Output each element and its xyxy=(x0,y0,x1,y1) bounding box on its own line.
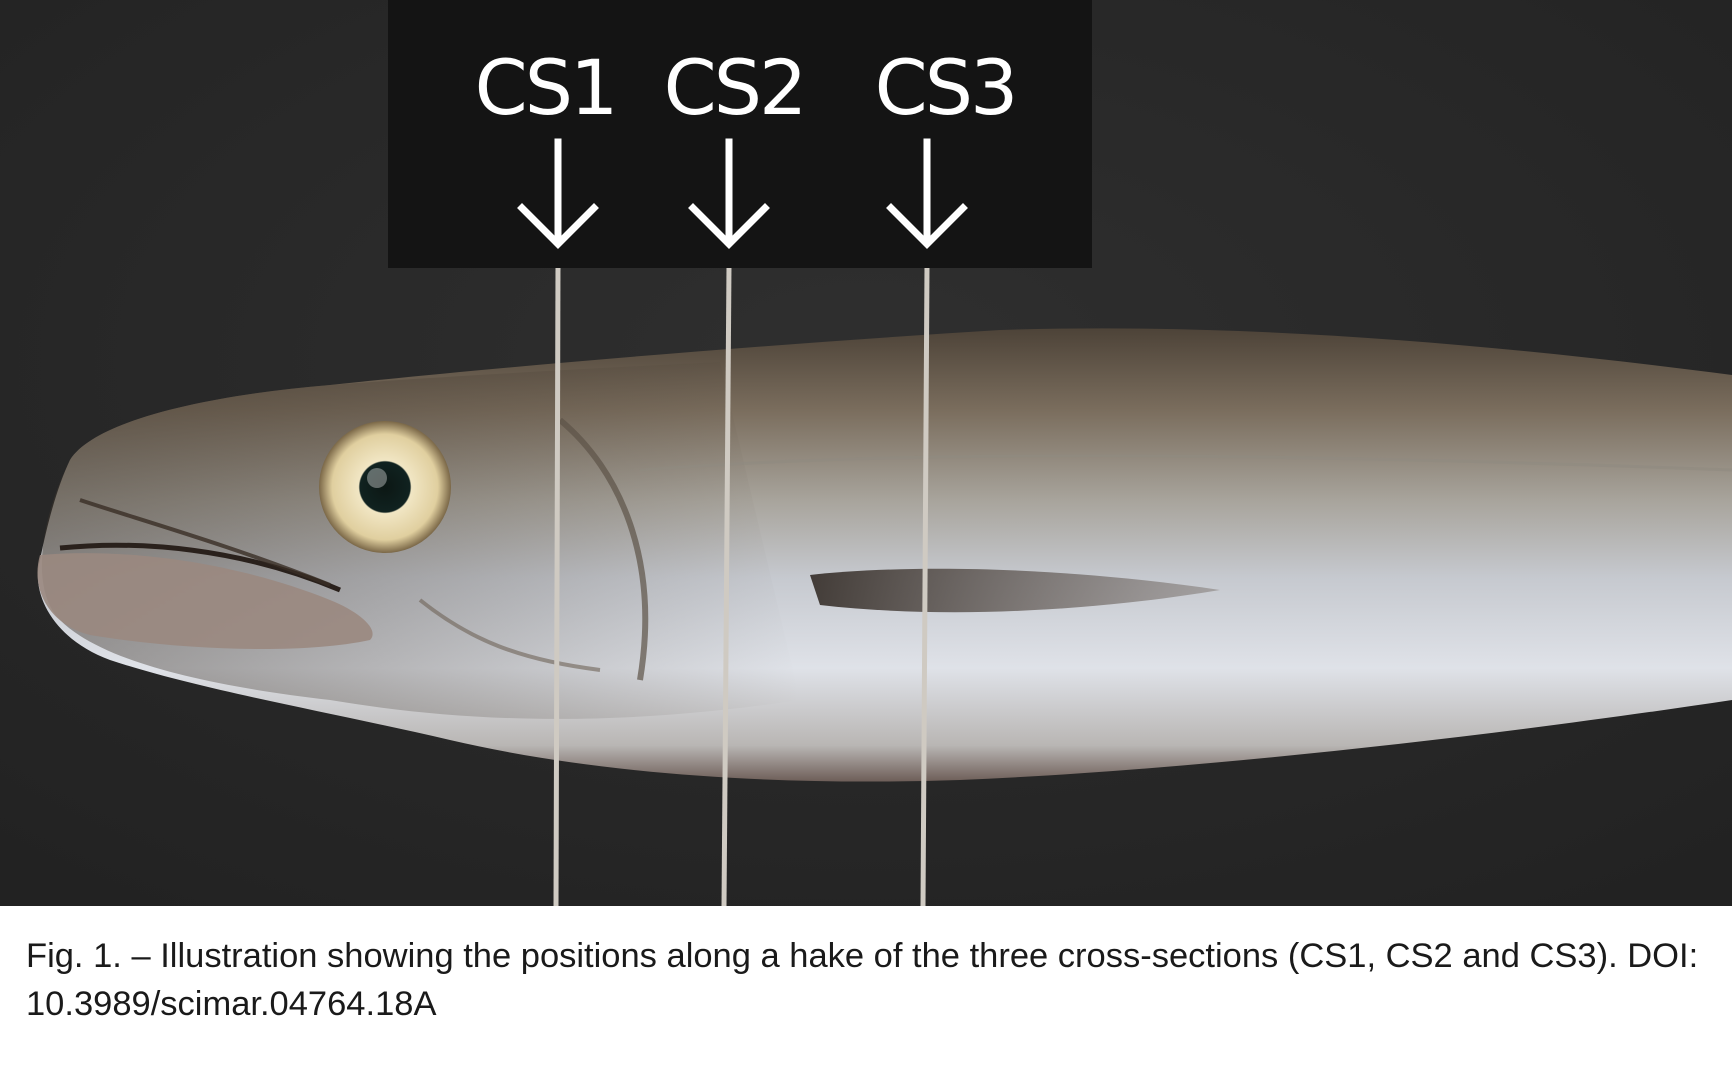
label-cs2: CS2 xyxy=(664,43,805,132)
arrow-down-icon xyxy=(517,138,599,249)
fish-jaw xyxy=(37,553,373,650)
string-cs2 xyxy=(721,265,732,906)
hake-photo: CS1 CS2 CS3 xyxy=(0,0,1732,906)
label-box xyxy=(388,0,1092,268)
fish-eye xyxy=(319,421,451,553)
string-cs1 xyxy=(553,265,561,906)
pectoral-fin xyxy=(810,568,1220,613)
figure-caption: Fig. 1. – Illustration showing the posit… xyxy=(26,937,1699,1023)
arrow-down-icon xyxy=(886,138,968,249)
label-cs3: CS3 xyxy=(875,43,1016,132)
arrow-down-icon xyxy=(688,138,770,249)
string-cs3 xyxy=(920,265,930,906)
label-cs1: CS1 xyxy=(475,43,616,132)
